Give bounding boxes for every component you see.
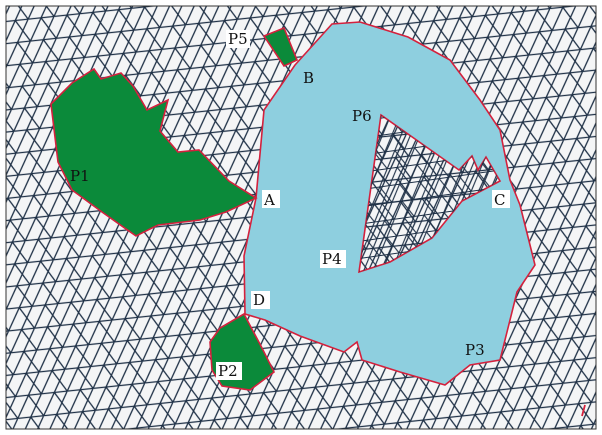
label-p5: P5 <box>228 30 248 48</box>
label-bg-c <box>492 190 510 208</box>
hole-mesh-p4 <box>359 115 500 272</box>
diagram-frame <box>5 5 597 430</box>
label-bg-p5 <box>226 30 250 48</box>
label-p2: P2 <box>218 362 238 380</box>
label-a: A <box>263 191 275 209</box>
label-b: B <box>303 69 314 87</box>
label-bg-d <box>251 291 270 309</box>
label-p4: P4 <box>322 250 342 268</box>
label-bg-a <box>262 190 280 208</box>
green-region-p1 <box>50 67 258 237</box>
label-bg-p2 <box>216 362 242 380</box>
label-c: C <box>494 191 505 209</box>
label-bg-p4 <box>320 250 346 268</box>
label-d: D <box>253 291 265 309</box>
red-tick-mark <box>581 404 586 417</box>
label-p3: P3 <box>465 341 485 359</box>
label-p6: P6 <box>352 107 372 125</box>
label-p1: P1 <box>70 167 90 185</box>
green-region-p5 <box>262 26 299 68</box>
